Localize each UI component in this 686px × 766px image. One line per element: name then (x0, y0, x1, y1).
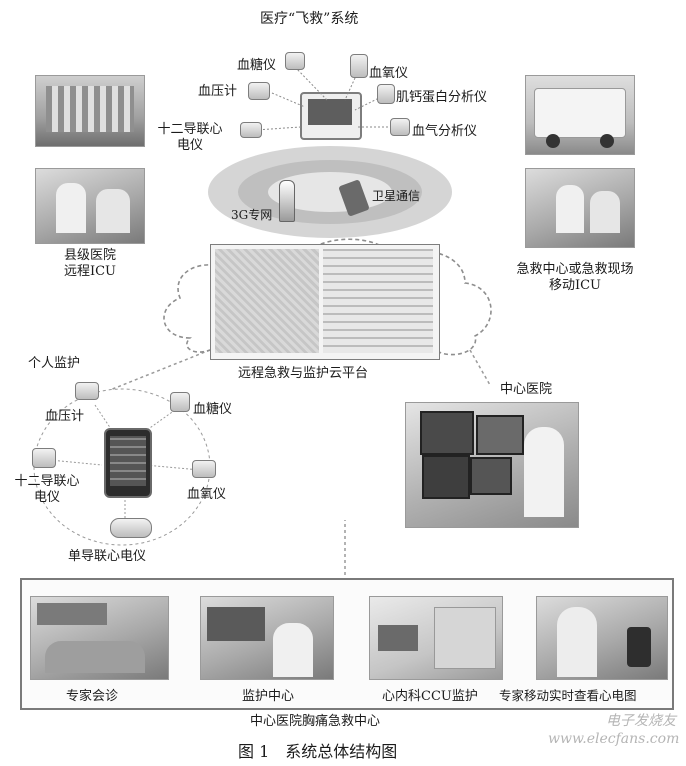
expert-consultation-photo (30, 596, 169, 680)
label-expert-mobile-ecg: 专家移动实时查看心电图 (499, 688, 637, 703)
label-blood-oxygen-top: 血氧仪 (369, 66, 409, 81)
label-personal-ecg12: 十二导联心 电仪 (14, 474, 80, 505)
label-personal-blood-pressure: 血压计 (45, 409, 85, 424)
label-personal-blood-oxygen: 血氧仪 (187, 487, 227, 502)
watermark: 电子发烧友 www.elecfans.com (548, 713, 680, 747)
blood-gas-analyzer-icon (390, 118, 410, 136)
ecg12-device-icon (240, 122, 262, 138)
label-monitoring-center: 监护中心 (242, 689, 295, 704)
county-hospital-building-photo (35, 75, 145, 147)
label-personal-monitoring: 个人监护 (28, 356, 81, 371)
single-lead-ecg-icon (110, 518, 152, 538)
blood-glucose-device-icon (285, 52, 305, 70)
ambulance-photo (525, 75, 635, 155)
label-single-lead-ecg: 单导联心电仪 (68, 549, 147, 564)
label-cloud-platform: 远程急救与监护云平台 (238, 366, 369, 381)
label-expert-consultation: 专家会诊 (66, 689, 119, 704)
cloud-platform-screen (210, 244, 440, 360)
antenna-tower-icon (279, 180, 295, 222)
blood-oxygen-device-icon (350, 54, 368, 78)
label-ccu-monitoring: 心内科CCU监护 (382, 689, 478, 704)
personal-blood-oxygen-icon (192, 460, 216, 478)
label-3g-network: 3G专网 (231, 208, 273, 222)
personal-blood-pressure-icon (75, 382, 99, 400)
figure-caption: 图 1 系统总体结构图 (238, 742, 398, 761)
personal-blood-glucose-icon (170, 392, 190, 412)
label-blood-glucose-top: 血糖仪 (237, 58, 277, 73)
monitoring-center-photo (200, 596, 334, 680)
label-blood-pressure-top: 血压计 (198, 84, 238, 99)
central-monitor-device (300, 92, 362, 140)
mobile-icu-photo (525, 168, 635, 248)
label-county-hospital: 县级医院 远程ICU (63, 248, 117, 279)
troponin-analyzer-icon (377, 84, 395, 104)
label-satellite: 卫星通信 (372, 189, 421, 203)
label-central-hospital: 中心医院 (500, 382, 553, 397)
label-blood-gas: 血气分析仪 (412, 124, 478, 139)
smartphone-icon (104, 428, 152, 498)
blood-pressure-device-icon (248, 82, 270, 100)
label-emergency-center: 急救中心或急救现场 移动ICU (516, 262, 634, 293)
central-hospital-photo (405, 402, 579, 528)
label-personal-blood-glucose: 血糖仪 (193, 402, 233, 417)
label-troponin: 肌钙蛋白分析仪 (396, 90, 488, 105)
expert-mobile-ecg-photo (536, 596, 668, 680)
county-hospital-icu-photo (35, 168, 145, 244)
diagram-title: 医疗“飞救”系统 (260, 11, 359, 27)
personal-ecg12-icon (32, 448, 56, 468)
label-ecg12-top: 十二导联心 电仪 (157, 122, 223, 153)
label-chest-pain-center: 中心医院胸痛急救中心 (250, 714, 381, 729)
ccu-monitoring-photo (369, 596, 503, 680)
